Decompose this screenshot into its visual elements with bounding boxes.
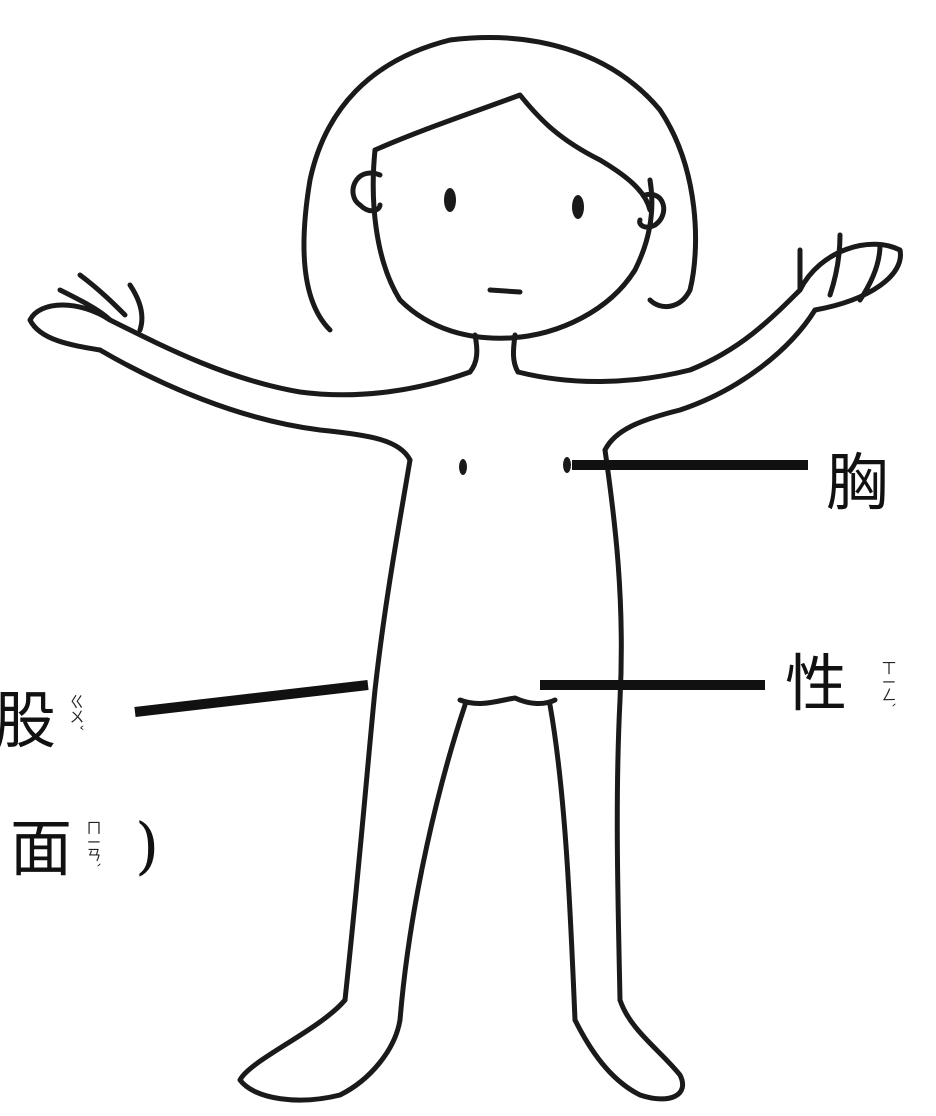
hair-fringe bbox=[372, 92, 653, 213]
arm-left bbox=[107, 317, 473, 398]
eye-left bbox=[444, 188, 456, 212]
close-paren: ) bbox=[135, 809, 160, 882]
hand-right bbox=[797, 232, 903, 313]
nipple-left bbox=[459, 459, 467, 475]
bopomofo-genital: ㄒㄧㄥˋ bbox=[879, 660, 898, 710]
arm-right-lower bbox=[602, 307, 818, 453]
foot-right bbox=[572, 997, 685, 1102]
neck-left bbox=[467, 332, 480, 375]
label-back-side: 面 bbox=[10, 812, 73, 885]
bopomofo-buttocks: ㄍㄨˇ bbox=[67, 694, 86, 732]
eye-right bbox=[572, 195, 584, 219]
leg-inner-left bbox=[397, 702, 468, 1023]
neck-right bbox=[510, 332, 521, 375]
leg-inner-right bbox=[547, 702, 578, 1023]
mouth bbox=[487, 287, 523, 295]
label-chest: 胸 bbox=[826, 446, 889, 519]
hair-outline bbox=[301, 35, 699, 333]
foot-left bbox=[237, 997, 403, 1103]
torso-right bbox=[602, 447, 624, 1003]
torso-left bbox=[342, 457, 413, 1003]
leader-line-buttocks bbox=[134, 680, 369, 717]
nipple-right bbox=[563, 457, 571, 473]
bopomofo-back-side: ㄇㄧㄢˋ bbox=[84, 820, 103, 870]
arm-right bbox=[515, 287, 803, 384]
label-buttocks: 股 bbox=[0, 684, 57, 757]
ear-left bbox=[350, 170, 383, 214]
label-genital: 性 bbox=[785, 647, 848, 720]
face-outline bbox=[370, 147, 655, 341]
crotch-line bbox=[457, 695, 558, 706]
arm-left-lower bbox=[97, 347, 413, 463]
ear-right bbox=[637, 191, 667, 230]
hand-left bbox=[27, 272, 145, 353]
